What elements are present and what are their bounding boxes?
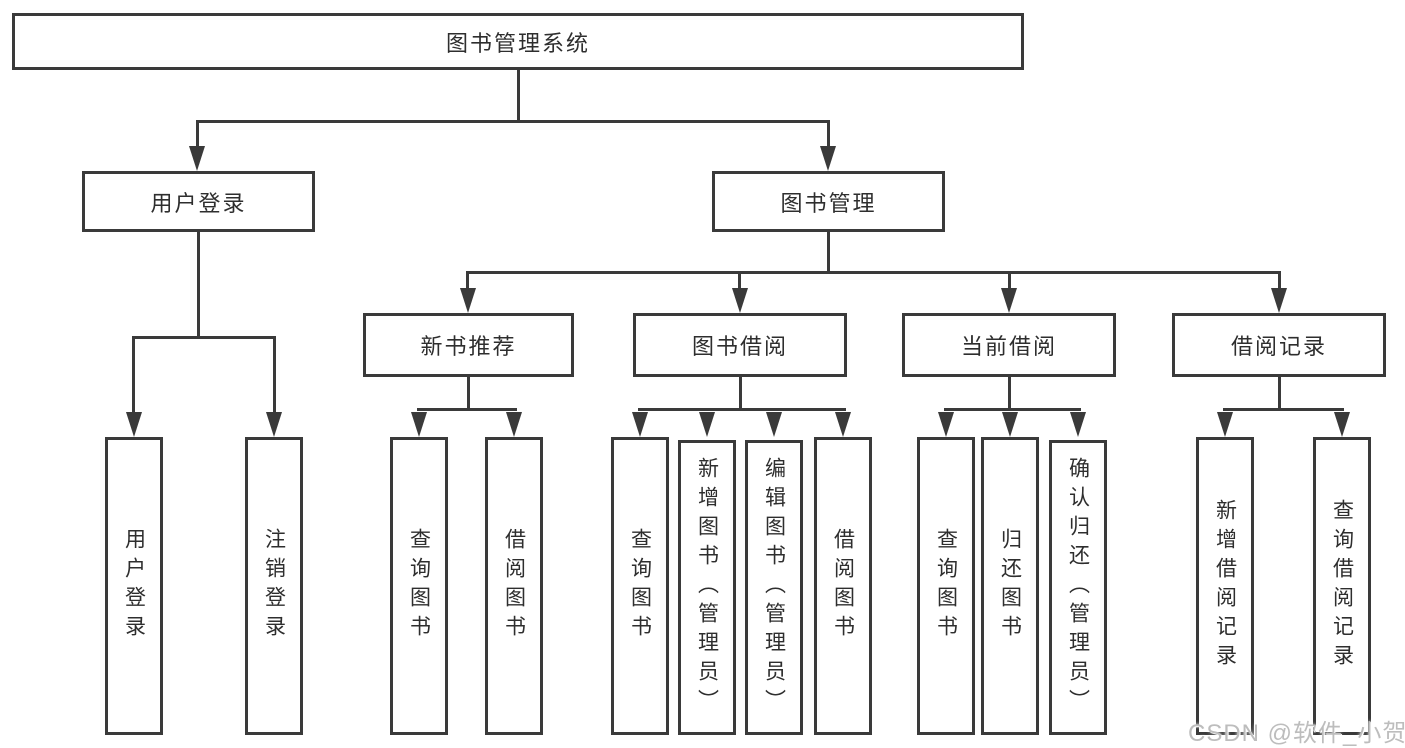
node-user-login-label: 用户登录	[150, 190, 247, 216]
arrow-down-icon	[126, 412, 142, 437]
node-book-borrow-label: 图书借阅	[691, 334, 788, 359]
leaf-add-book-admin: 新增图书（管理员）	[678, 440, 736, 735]
connector-root-rail	[196, 120, 830, 123]
arrow-down-icon	[820, 146, 836, 171]
arrow-down-icon	[506, 412, 522, 437]
leaf-edit-book-admin: 编辑图书（管理员）	[745, 440, 803, 735]
arrow-down-icon	[1217, 412, 1233, 437]
connector-book-borrow-rail	[638, 408, 846, 411]
connector-root-stem	[517, 70, 520, 120]
arrow-down-icon	[1271, 288, 1287, 313]
arrow-down-icon	[732, 288, 748, 313]
connector-new-book-stem	[467, 377, 470, 410]
leaf-borrow-book-recommend-label: 借阅图书	[502, 528, 526, 644]
node-borrow-records: 借阅记录	[1172, 313, 1386, 377]
node-book-management: 图书管理	[712, 171, 945, 232]
leaf-add-book-admin-label: 新增图书（管理员）	[695, 457, 719, 718]
arrow-down-icon	[1002, 412, 1018, 437]
connector-book-management-rail	[466, 271, 1281, 274]
leaf-query-book-borrow-label: 查询图书	[628, 528, 652, 644]
node-user-login: 用户登录	[82, 171, 315, 232]
node-book-management-label: 图书管理	[780, 190, 877, 216]
arrow-down-icon	[766, 412, 782, 437]
arrow-down-icon	[835, 412, 851, 437]
leaf-logout: 注销登录	[245, 437, 303, 735]
arrow-down-icon	[1001, 288, 1017, 313]
arrow-down-icon	[632, 412, 648, 437]
node-new-book-recommend: 新书推荐	[363, 313, 574, 377]
leaf-confirm-return-admin: 确认归还（管理员）	[1049, 440, 1107, 735]
connector-current-borrow-rail	[944, 408, 1081, 411]
leaf-borrow-book-recommend: 借阅图书	[485, 437, 543, 735]
connector-to-book-management	[827, 120, 830, 150]
leaf-query-book-recommend-label: 查询图书	[407, 528, 431, 644]
leaf-return-book: 归还图书	[981, 437, 1039, 735]
node-library-system-label: 图书管理系统	[445, 30, 590, 56]
leaf-query-book-borrow: 查询图书	[611, 437, 669, 735]
connector-user-login-stem	[197, 232, 200, 336]
connector-book-management-stem	[827, 232, 830, 273]
leaf-query-borrow-record: 查询借阅记录	[1313, 437, 1371, 735]
arrow-down-icon	[460, 288, 476, 313]
connector-user-login-rail	[132, 336, 276, 339]
arrow-down-icon	[1070, 412, 1086, 437]
leaf-edit-book-admin-label: 编辑图书（管理员）	[762, 457, 786, 718]
connector-to-book-borrow	[738, 271, 741, 291]
connector-book-borrow-stem	[739, 377, 742, 410]
leaf-user-login-label: 用户登录	[122, 528, 146, 644]
node-book-borrow: 图书借阅	[633, 313, 847, 377]
node-borrow-records-label: 借阅记录	[1230, 334, 1327, 359]
connector-new-book-rail	[417, 408, 517, 411]
leaf-borrow-book-label: 借阅图书	[831, 528, 855, 644]
connector-borrow-records-stem	[1278, 377, 1281, 410]
leaf-query-book-recommend: 查询图书	[390, 437, 448, 735]
connector-to-user-login	[196, 120, 199, 150]
arrow-down-icon	[699, 412, 715, 437]
node-current-borrow-label: 当前借阅	[960, 334, 1057, 359]
node-new-book-recommend-label: 新书推荐	[420, 334, 517, 359]
connector-current-borrow-stem	[1008, 377, 1011, 410]
node-library-system: 图书管理系统	[12, 13, 1024, 70]
leaf-query-book-current-label: 查询图书	[934, 528, 958, 644]
leaf-logout-label: 注销登录	[262, 528, 286, 644]
leaf-add-borrow-record-label: 新增借阅记录	[1213, 499, 1237, 673]
arrow-down-icon	[189, 146, 205, 171]
leaf-borrow-book: 借阅图书	[814, 437, 872, 735]
leaf-query-book-current: 查询图书	[917, 437, 975, 735]
connector-to-borrow-records	[1278, 271, 1281, 291]
leaf-return-book-label: 归还图书	[998, 528, 1022, 644]
leaf-user-login: 用户登录	[105, 437, 163, 735]
connector-to-current-borrow	[1008, 271, 1011, 291]
leaf-query-borrow-record-label: 查询借阅记录	[1330, 499, 1354, 673]
arrow-down-icon	[411, 412, 427, 437]
leaf-confirm-return-admin-label: 确认归还（管理员）	[1066, 457, 1090, 718]
node-current-borrow: 当前借阅	[902, 313, 1116, 377]
connector-to-leaf-user-login	[132, 336, 135, 416]
connector-to-leaf-logout	[273, 336, 276, 416]
arrow-down-icon	[1334, 412, 1350, 437]
arrow-down-icon	[266, 412, 282, 437]
connector-to-new-book	[466, 271, 469, 291]
csdn-watermark: CSDN @软件_小贺同学	[1188, 720, 1405, 747]
leaf-add-borrow-record: 新增借阅记录	[1196, 437, 1254, 735]
arrow-down-icon	[938, 412, 954, 437]
connector-borrow-records-rail	[1223, 408, 1344, 411]
